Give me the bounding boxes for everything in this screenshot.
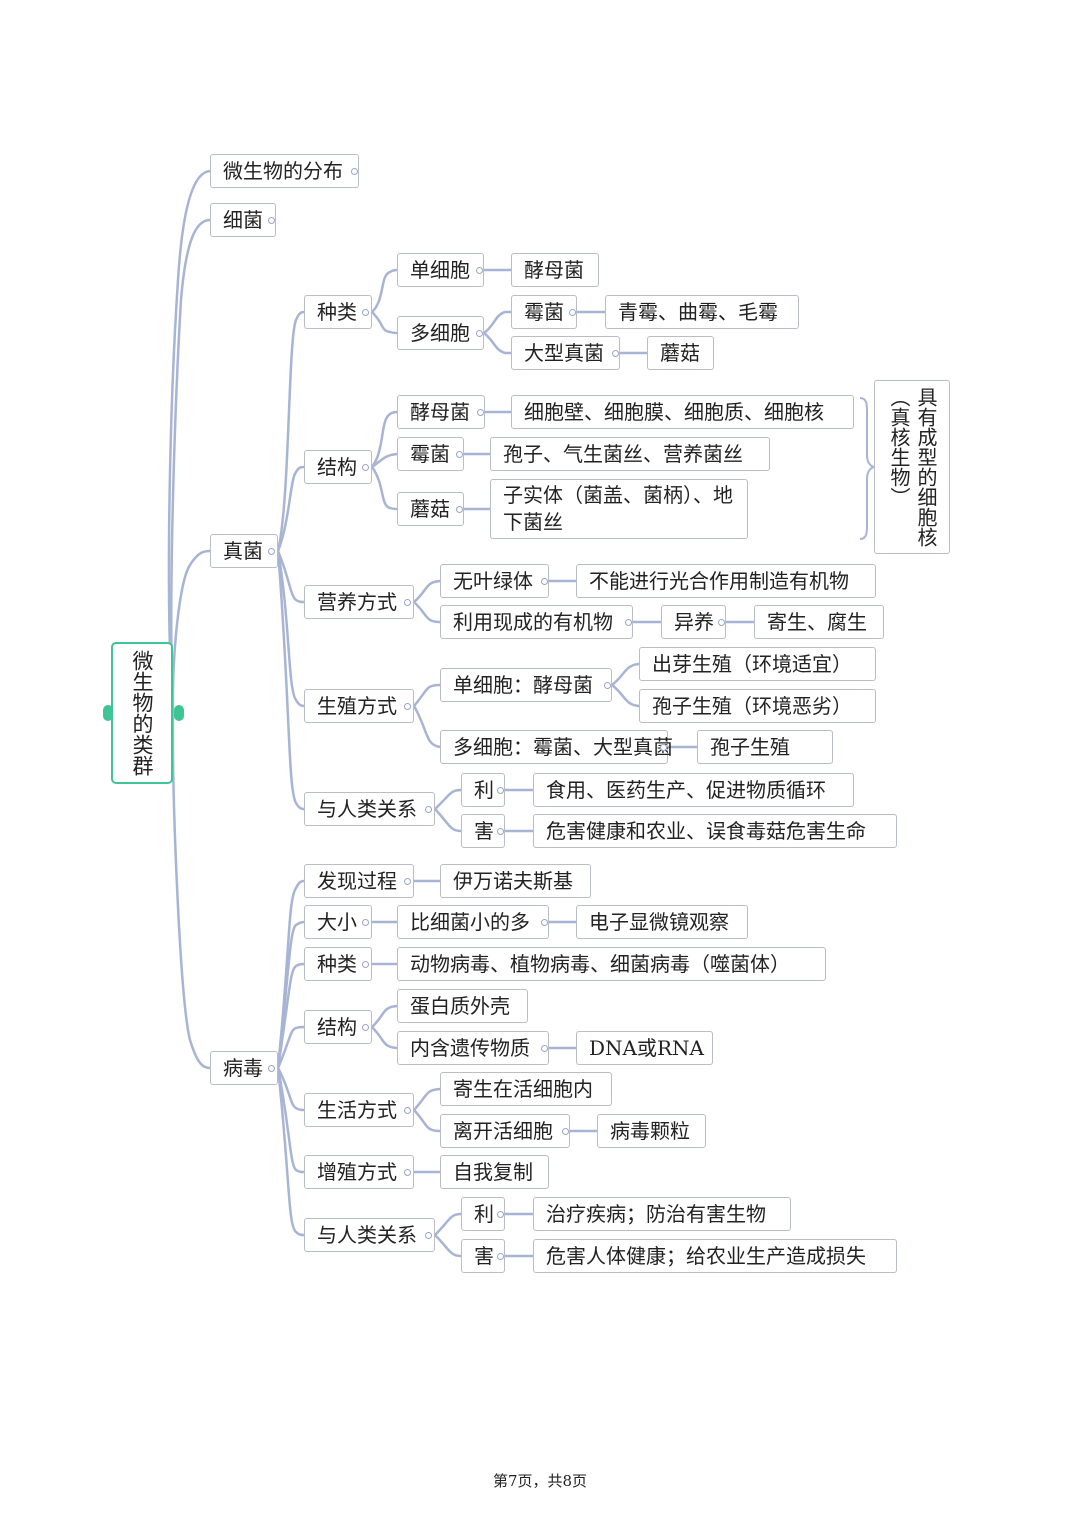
expand-knob[interactable] <box>404 703 411 710</box>
node-use-organic[interactable]: 利用现成的有机物 <box>440 605 633 639</box>
node-yeast-example[interactable]: 酵母菌 <box>511 253 599 287</box>
expand-knob[interactable] <box>268 1065 275 1072</box>
node-virus-size-detail[interactable]: 比细菌小的多 <box>397 905 549 939</box>
node-mushroom-detail[interactable]: 子实体（菌盖、菌柄）、地下菌丝 <box>490 479 748 539</box>
expand-knob[interactable] <box>362 1024 369 1031</box>
node-bacteria[interactable]: 细菌 <box>210 203 276 237</box>
node-virus-parasite[interactable]: 寄生在活细胞内 <box>440 1072 612 1106</box>
expand-knob[interactable] <box>625 619 632 626</box>
expand-knob[interactable] <box>268 548 275 555</box>
node-virus-shell[interactable]: 蛋白质外壳 <box>397 989 528 1023</box>
expand-knob[interactable] <box>456 451 463 458</box>
expand-knob[interactable] <box>404 1169 411 1176</box>
node-spore-bad-env[interactable]: 孢子生殖（环境恶劣） <box>639 689 876 723</box>
node-distribution[interactable]: 微生物的分布 <box>210 154 359 188</box>
expand-knob[interactable] <box>268 217 275 224</box>
node-large-fungi[interactable]: 大型真菌 <box>511 336 620 370</box>
expand-knob[interactable] <box>660 744 667 751</box>
expand-knob[interactable] <box>612 350 619 357</box>
expand-knob[interactable] <box>476 330 483 337</box>
node-virus-discovery[interactable]: 发现过程 <box>304 864 414 898</box>
node-unicellular[interactable]: 单细胞 <box>397 253 484 287</box>
node-virus-structure[interactable]: 结构 <box>304 1010 372 1044</box>
expand-knob[interactable] <box>497 787 504 794</box>
node-virus-kinds-detail[interactable]: 动物病毒、植物病毒、细菌病毒（噬菌体） <box>397 947 826 981</box>
node-virus-kinds[interactable]: 种类 <box>304 947 372 981</box>
expand-knob[interactable] <box>604 682 611 689</box>
node-mushroom-example[interactable]: 蘑菇 <box>647 336 714 370</box>
node-fungi-nutrition[interactable]: 营养方式 <box>304 585 414 619</box>
node-virus-reproduction[interactable]: 增殖方式 <box>304 1155 414 1189</box>
expand-knob[interactable] <box>351 168 358 175</box>
expand-knob[interactable] <box>362 919 369 926</box>
node-fungi-relation[interactable]: 与人类关系 <box>304 792 435 826</box>
expand-knob[interactable] <box>718 619 725 626</box>
node-virus-benefit-detail[interactable]: 治疗疾病；防治有害生物 <box>533 1197 791 1231</box>
expand-knob[interactable] <box>497 828 504 835</box>
expand-knob[interactable] <box>362 309 369 316</box>
expand-knob[interactable] <box>456 506 463 513</box>
root-node[interactable]: 微生物的类群 <box>111 642 173 784</box>
root-collapse-handle-left[interactable] <box>103 705 113 721</box>
node-eukaryote-summary[interactable]: 具有成型的细胞核（真核生物） <box>874 380 950 554</box>
node-spore[interactable]: 孢子生殖 <box>697 730 833 764</box>
node-virus-genetic-detail[interactable]: DNA或RNA <box>576 1031 713 1065</box>
node-budding[interactable]: 出芽生殖（环境适宜） <box>639 647 876 681</box>
node-multicellular[interactable]: 多细胞 <box>397 316 484 350</box>
node-virus-particle[interactable]: 病毒颗粒 <box>597 1114 706 1148</box>
expand-knob[interactable] <box>541 578 548 585</box>
node-yeast-detail[interactable]: 细胞壁、细胞膜、细胞质、细胞核 <box>511 395 854 429</box>
expand-knob[interactable] <box>541 919 548 926</box>
node-repro-multicellular[interactable]: 多细胞：霉菌、大型真菌 <box>440 730 673 764</box>
expand-knob[interactable] <box>541 1045 548 1052</box>
expand-knob[interactable] <box>497 1211 504 1218</box>
node-heterotroph[interactable]: 异养 <box>661 605 726 639</box>
node-fungi-reproduction[interactable]: 生殖方式 <box>304 689 414 723</box>
root-collapse-handle-right[interactable] <box>174 705 184 721</box>
node-fungi-structure[interactable]: 结构 <box>304 450 372 484</box>
expand-knob[interactable] <box>569 309 576 316</box>
node-virus-relation[interactable]: 与人类关系 <box>304 1218 435 1252</box>
node-mold-examples[interactable]: 青霉、曲霉、毛霉 <box>605 295 799 329</box>
node-fungi-harm-detail[interactable]: 危害健康和农业、误食毒菇危害生命 <box>533 814 897 848</box>
page-footer: 第7页，共8页 <box>492 1472 588 1490</box>
expand-knob[interactable] <box>562 1128 569 1135</box>
expand-knob[interactable] <box>404 878 411 885</box>
structure-brace <box>859 397 875 540</box>
expand-knob[interactable] <box>362 961 369 968</box>
node-heterotroph-types[interactable]: 寄生、腐生 <box>754 605 884 639</box>
node-virus-self-copy[interactable]: 自我复制 <box>440 1155 549 1189</box>
node-fungi[interactable]: 真菌 <box>210 534 278 568</box>
node-no-chlorophyll[interactable]: 无叶绿体 <box>440 564 549 598</box>
node-mold-detail[interactable]: 孢子、气生菌丝、营养菌丝 <box>490 437 770 471</box>
node-virus-leave[interactable]: 离开活细胞 <box>440 1114 570 1148</box>
expand-knob[interactable] <box>404 599 411 606</box>
node-structure-mushroom[interactable]: 蘑菇 <box>397 492 464 526</box>
node-virus-life[interactable]: 生活方式 <box>304 1093 414 1127</box>
node-virus[interactable]: 病毒 <box>210 1051 278 1085</box>
expand-knob[interactable] <box>425 806 432 813</box>
root-label: 微生物的类群 <box>130 650 154 776</box>
node-virus-genetic[interactable]: 内含遗传物质 <box>397 1031 549 1065</box>
node-fungi-benefit-detail[interactable]: 食用、医药生产、促进物质循环 <box>533 773 854 807</box>
expand-knob[interactable] <box>476 267 483 274</box>
node-structure-yeast[interactable]: 酵母菌 <box>397 395 485 429</box>
node-virus-harm-detail[interactable]: 危害人体健康；给农业生产造成损失 <box>533 1239 897 1273</box>
node-fungi-kinds[interactable]: 种类 <box>304 295 372 329</box>
expand-knob[interactable] <box>362 464 369 471</box>
node-no-chlorophyll-detail[interactable]: 不能进行光合作用制造有机物 <box>576 564 876 598</box>
node-structure-mold[interactable]: 霉菌 <box>397 437 464 471</box>
node-virus-size[interactable]: 大小 <box>304 905 372 939</box>
expand-knob[interactable] <box>497 1253 504 1260</box>
expand-knob[interactable] <box>477 409 484 416</box>
node-repro-unicellular[interactable]: 单细胞：酵母菌 <box>440 668 612 702</box>
node-virus-discoverer[interactable]: 伊万诺夫斯基 <box>440 864 591 898</box>
expand-knob[interactable] <box>425 1232 432 1239</box>
node-mold[interactable]: 霉菌 <box>511 295 577 329</box>
node-fungi-harm[interactable]: 害 <box>461 814 505 848</box>
node-virus-observe[interactable]: 电子显微镜观察 <box>576 905 748 939</box>
expand-knob[interactable] <box>404 1107 411 1114</box>
